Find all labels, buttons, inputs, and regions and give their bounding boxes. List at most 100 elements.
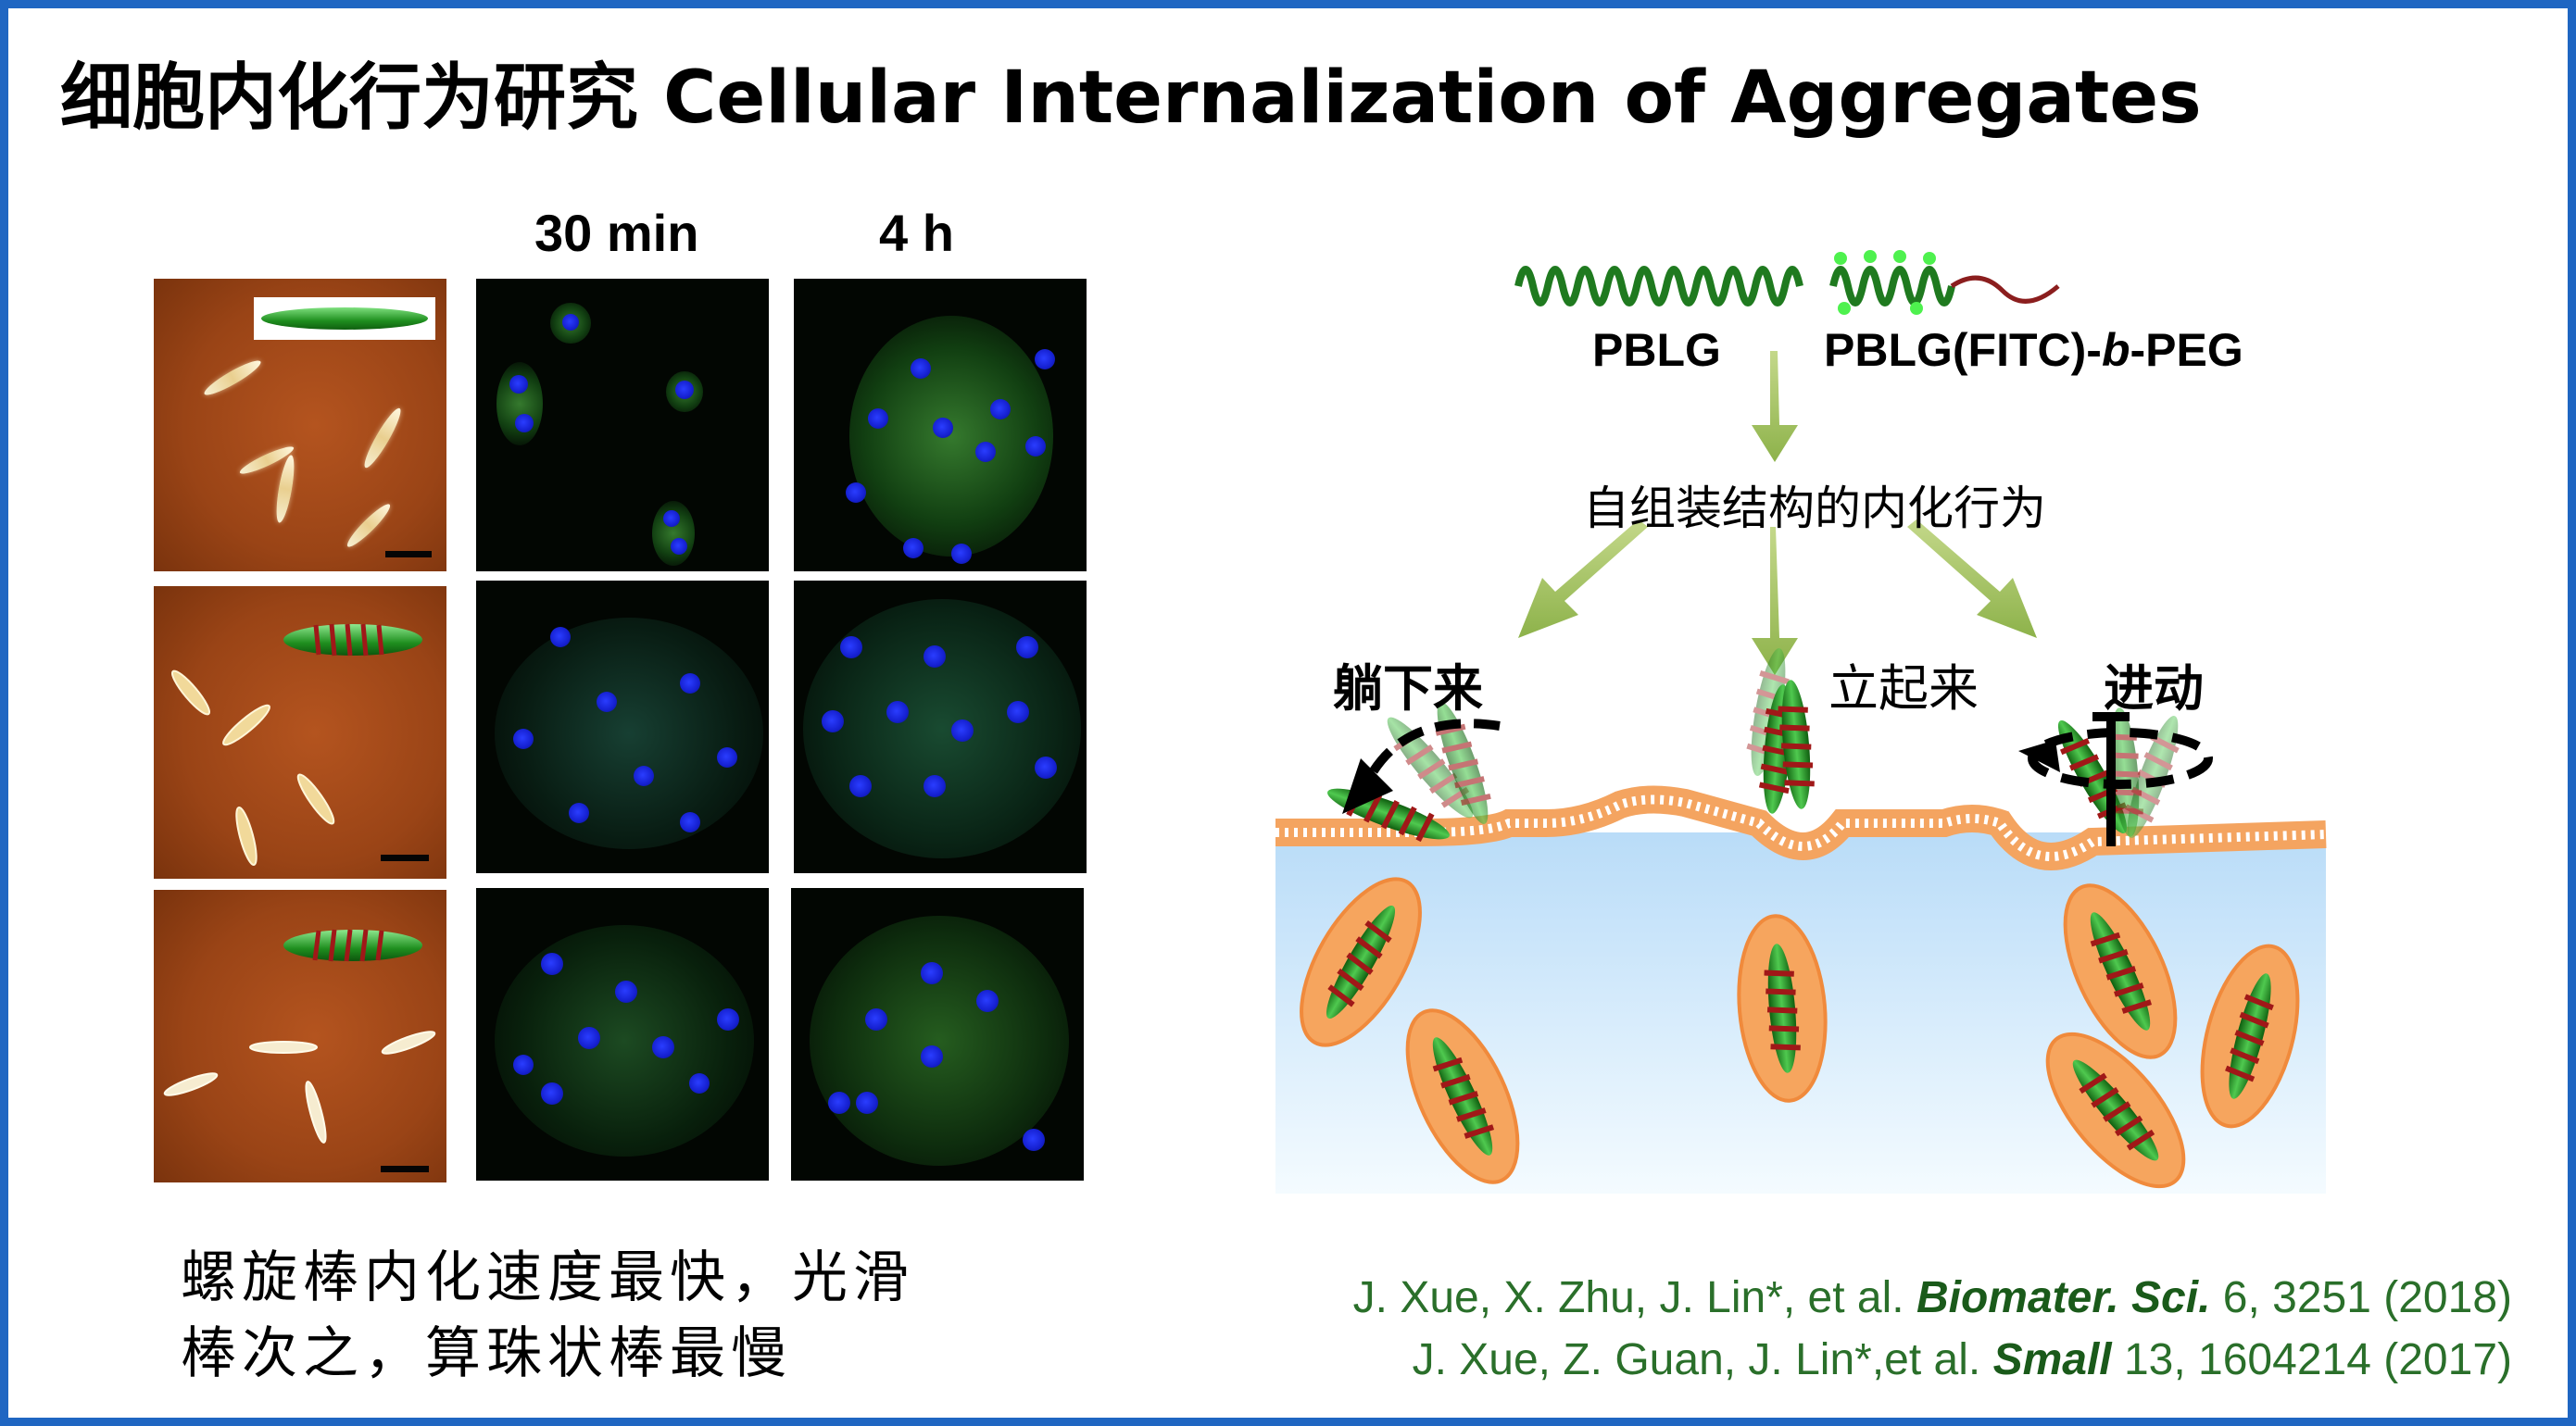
- page-title: 细胞内化行为研究 Cellular Internalization of Agg…: [60, 56, 2202, 140]
- nucleus: [976, 990, 999, 1012]
- nucleus: [550, 627, 571, 647]
- nucleus: [615, 981, 637, 1003]
- nucleus: [1023, 1129, 1045, 1151]
- column-header-4h: 4 h: [879, 204, 954, 262]
- reference-2-tail: 13, 1604214 (2017): [2111, 1335, 2512, 1384]
- rods-svg: [170, 623, 429, 866]
- caption-line-1: 螺旋棒内化速度最快，光滑: [181, 1245, 914, 1310]
- nucleus: [1007, 701, 1029, 723]
- nucleus: [652, 1036, 674, 1058]
- right-arrow: [1907, 519, 2037, 638]
- reference-1-authors: J. Xue, X. Zhu, J. Lin*, et al.: [1352, 1273, 1916, 1322]
- nucleus: [924, 645, 946, 668]
- afm-image-smooth-rod: [154, 890, 446, 1182]
- nucleus: [886, 701, 909, 723]
- pblg-peg-suffix: -PEG: [2130, 324, 2243, 376]
- nucleus: [1016, 636, 1038, 658]
- pblg-helix-icon: [1514, 266, 1803, 306]
- advance-label: 进动: [2104, 659, 2204, 718]
- rod: [272, 454, 298, 524]
- fluorescence-image: [794, 279, 1087, 571]
- scale-bar: [381, 1166, 429, 1172]
- nucleus: [597, 692, 617, 712]
- cell-cluster: [495, 925, 754, 1157]
- reference-1: J. Xue, X. Zhu, J. Lin*, et al. Biomater…: [1353, 1272, 2512, 1323]
- nucleus: [562, 314, 579, 331]
- nucleus: [689, 1073, 710, 1094]
- rods-svg: [163, 929, 436, 1172]
- pblg-peg-label: PBLG(FITC)-b-PEG: [1824, 323, 2243, 377]
- pblg-label: PBLG: [1592, 324, 1721, 376]
- nucleus: [634, 766, 654, 786]
- nucleus: [921, 962, 943, 984]
- nucleus: [509, 375, 528, 394]
- nucleus: [541, 1082, 563, 1105]
- stand-up-label: 立起来: [1828, 659, 1979, 718]
- nucleus: [924, 775, 946, 797]
- nucleus: [671, 538, 687, 555]
- conclusion-caption: 螺旋棒内化速度最快，光滑 棒次之，算珠状棒最慢: [181, 1240, 914, 1392]
- lying-down-rods: [1323, 697, 1500, 850]
- pblg-peg-italic: b: [2101, 324, 2130, 376]
- rod-inset-panel: [254, 297, 435, 340]
- nucleus: [951, 719, 974, 742]
- nucleus: [921, 1045, 943, 1068]
- pblg-peg-helix-icon: [1829, 266, 1955, 306]
- reference-2: J. Xue, Z. Guan, J. Lin*,et al. Small 13…: [1413, 1334, 2512, 1385]
- standing-rods: [1742, 645, 1816, 815]
- down-arrow: [1752, 351, 1798, 462]
- cell-cluster: [810, 916, 1069, 1166]
- helical-rod-inset: [283, 930, 422, 961]
- smooth-rod-inset: [261, 307, 428, 330]
- nucleus: [856, 1092, 878, 1114]
- nucleus: [513, 1055, 534, 1075]
- nucleus: [951, 544, 972, 564]
- afm-image-beaded-rod: [154, 586, 446, 879]
- precession-orbit: [2028, 728, 2213, 789]
- column-header-30min: 30 min: [534, 204, 699, 262]
- nucleus: [828, 1092, 850, 1114]
- reference-2-journal: Small: [1992, 1335, 2112, 1384]
- membrane-lipid-pattern: [1275, 794, 2327, 861]
- nucleus: [717, 747, 737, 768]
- nucleus: [903, 538, 924, 558]
- caption-line-2: 棒次之，算珠状棒最慢: [181, 1321, 792, 1386]
- nucleus: [578, 1027, 600, 1049]
- nucleus: [975, 442, 996, 462]
- peg-chain-icon: [1950, 275, 2060, 304]
- rotation-arrow: [1365, 719, 1501, 780]
- nucleus: [1035, 349, 1055, 369]
- nucleus: [680, 673, 700, 694]
- nucleus: [675, 381, 694, 399]
- nucleus: [1025, 436, 1046, 457]
- nucleus: [840, 636, 862, 658]
- nucleus: [1035, 757, 1057, 779]
- nucleus: [868, 408, 888, 429]
- nucleus: [933, 418, 953, 438]
- nucleus: [717, 1008, 739, 1031]
- nucleus: [849, 775, 872, 797]
- nucleus: [822, 710, 844, 732]
- fluorescence-image: [794, 581, 1087, 873]
- lie-down-label: 躺下来: [1333, 659, 1483, 718]
- nucleus: [569, 803, 589, 823]
- precessing-rods: [2018, 707, 2213, 846]
- fluorescence-image: [476, 581, 769, 873]
- nucleus: [990, 399, 1011, 419]
- fluorescence-image: [476, 888, 769, 1181]
- nucleus: [680, 812, 700, 832]
- reference-1-journal: Biomater. Sci.: [1916, 1273, 2211, 1322]
- rotation-arrowhead: [1342, 758, 1393, 814]
- helical-rod-inset: [283, 624, 422, 656]
- rod: [201, 356, 264, 400]
- nucleus: [846, 482, 866, 503]
- nucleus: [663, 510, 680, 527]
- nucleus: [911, 358, 931, 379]
- center-arrow: [1752, 527, 1798, 675]
- self-assembly-label: 自组装结构的内化行为: [1583, 482, 2046, 535]
- nucleus: [515, 414, 534, 432]
- pblg-peg-prefix: PBLG(FITC)-: [1824, 324, 2102, 376]
- precession-arrowhead: [2018, 740, 2060, 772]
- scale-bar: [381, 855, 429, 861]
